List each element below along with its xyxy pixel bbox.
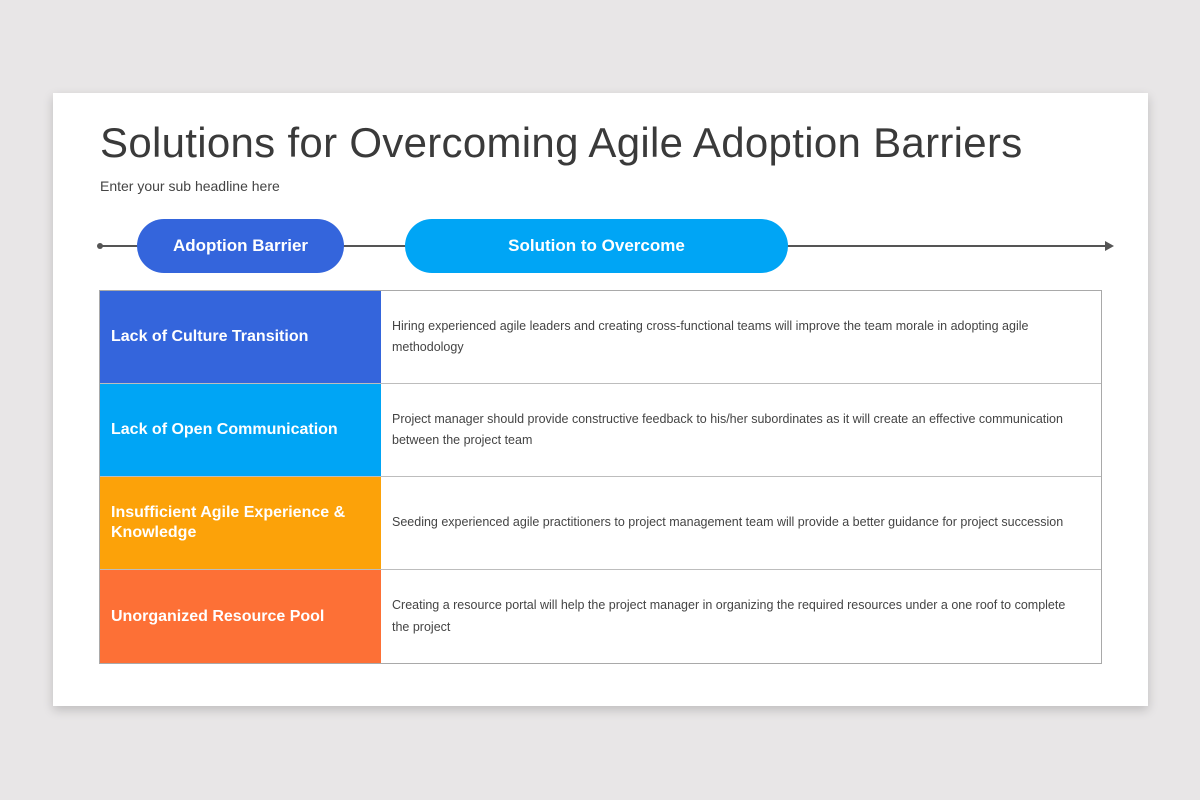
solution-cell: Hiring experienced agile leaders and cre… [392,318,1029,355]
page-title: Solutions for Overcoming Agile Adoption … [100,119,1023,166]
slide: Solutions for Overcoming Agile Adoption … [53,93,1148,706]
table-row: Lack of Culture Transition Hiring experi… [100,291,1101,384]
solution-to-overcome-header[interactable]: Solution to Overcome [405,219,788,273]
timeline-start-dot-icon [97,243,103,249]
timeline: Adoption Barrier Solution to Overcome [97,219,1117,275]
solution-cell: Creating a resource portal will help the… [392,598,1066,634]
solution-cell: Project manager should provide construct… [392,411,1063,448]
barrier-cell: Unorganized Resource Pool [100,570,381,663]
timeline-arrow-icon [1105,241,1114,251]
adoption-barrier-header[interactable]: Adoption Barrier [137,219,344,273]
table-row: Insufficient Agile Experience & Knowledg… [100,477,1101,570]
solution-cell: Seeding experienced agile practitioners … [392,515,1064,530]
barriers-solutions-table: Lack of Culture Transition Hiring experi… [99,290,1102,664]
page-subtitle: Enter your sub headline here [100,178,280,194]
table-row: Unorganized Resource Pool Creating a res… [100,570,1101,663]
barrier-cell: Insufficient Agile Experience & Knowledg… [100,477,381,569]
table-row: Lack of Open Communication Project manag… [100,384,1101,477]
barrier-cell: Lack of Culture Transition [100,291,381,383]
barrier-cell: Lack of Open Communication [100,384,381,476]
